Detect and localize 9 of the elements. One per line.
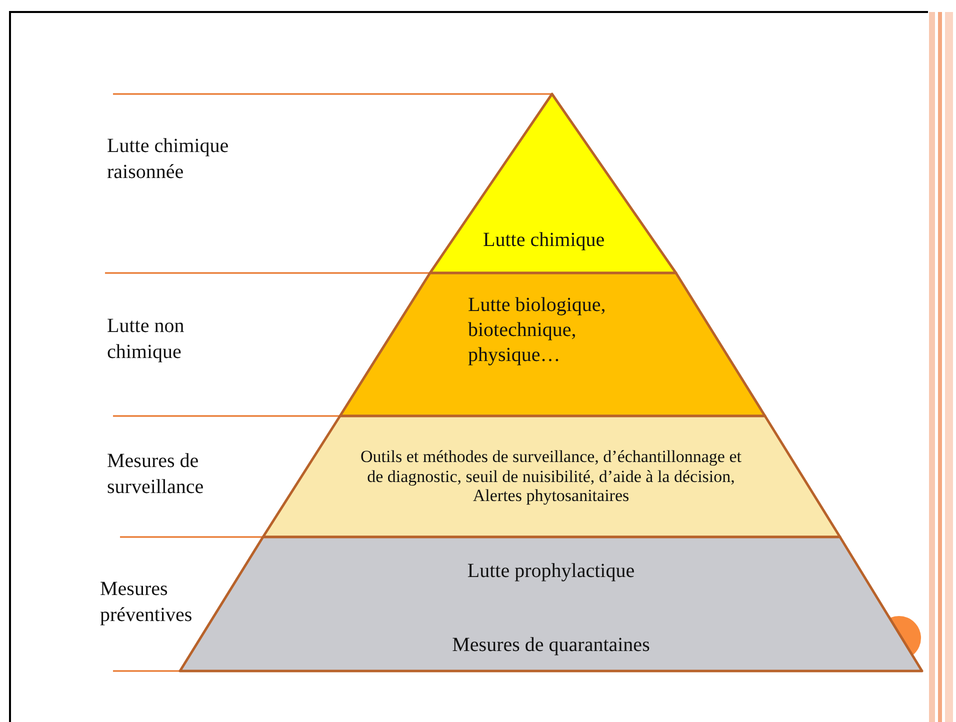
level-label: Mesures de surveillance [107, 449, 205, 500]
layer-text: Mesures de quarantaines [451, 633, 651, 658]
layer-text: Lutte prophylactique [466, 559, 636, 584]
level-label: Lutte non chimique [107, 314, 186, 365]
layer-text: Outils et méthodes de surveillance, d’échantillonnage et de diagnostic, seuil de nuisibilité, d’aide à la décision, Alertes phytosanitaires [360, 447, 742, 506]
layer-text: Lutte biologique, biotechnique, physique… [468, 293, 607, 368]
layer-text: Lutte chimique [483, 228, 606, 253]
level-label: Mesures préventives [100, 577, 194, 628]
level-label: Lutte chimique raisonnée [107, 134, 230, 185]
